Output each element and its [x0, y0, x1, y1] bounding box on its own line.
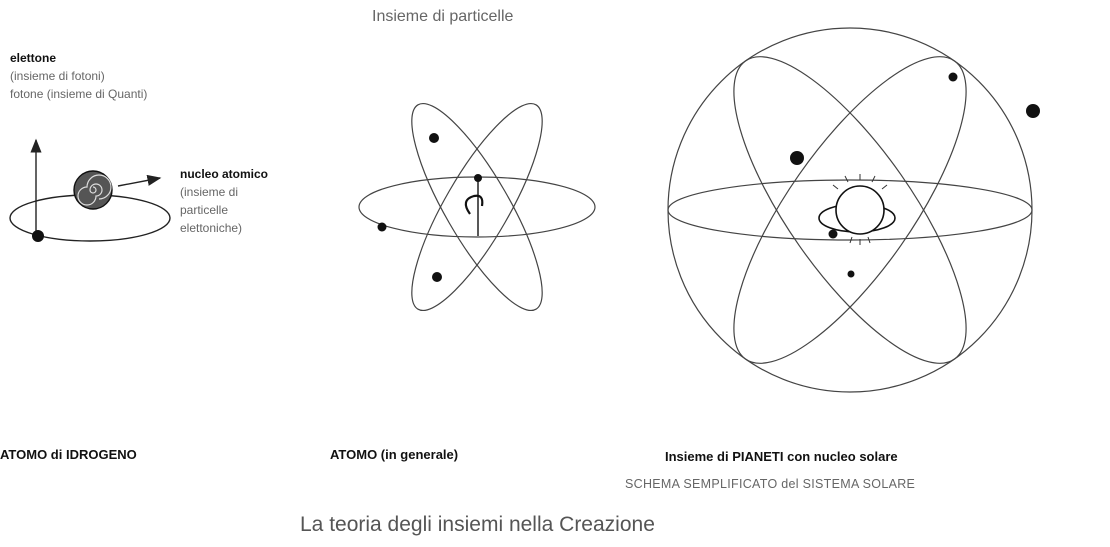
photons-label: (insieme di fotoni)	[10, 69, 105, 83]
particles-label: Insieme di particelle	[372, 8, 514, 25]
footer-title: La teoria degli insiemi nella Creazione	[300, 513, 655, 536]
electron-label: elettone	[10, 51, 57, 65]
planet-4	[828, 229, 838, 239]
nucleus-spiral	[77, 174, 112, 206]
sun	[835, 185, 885, 235]
solar-orbit-tilted-1	[733, 56, 967, 364]
atom-orbit-tilted-right	[411, 102, 543, 312]
atom-electron-1	[429, 133, 439, 143]
atom-electron-3	[432, 272, 442, 282]
planet-2	[1026, 104, 1040, 118]
solar-subcaption: SCHEMA SEMPLIFICATO del SISTEMA SOLARE	[625, 477, 916, 491]
general-atom	[358, 102, 596, 312]
atom-caption: ATOMO (in generale)	[330, 447, 459, 462]
hydrogen-electron	[32, 230, 44, 242]
solar-orbit-tilted-2	[733, 56, 967, 364]
hydrogen-nucleus	[73, 170, 113, 210]
planet-3	[948, 72, 958, 82]
nucleus-detail-3: elettoniche)	[180, 221, 243, 235]
nucleus-detail-2: particelle	[180, 203, 229, 217]
hydrogen-caption: ATOMO di IDROGENO	[0, 447, 137, 462]
planet-5	[847, 270, 855, 278]
nucleus-label: nucleo atomico	[180, 167, 269, 181]
solar-caption: Insieme di PIANETI con nucleo solare	[665, 449, 898, 464]
atom-nucleus-arrow	[464, 194, 484, 215]
photon-quanta-label: fotone (insieme di Quanti)	[10, 87, 148, 101]
atom-electron-4	[474, 174, 482, 182]
solar-system	[667, 27, 1040, 393]
planet-1	[790, 151, 804, 165]
hydrogen-atom	[9, 138, 171, 242]
atom-electron-2	[377, 222, 387, 232]
solar-orbit-equator	[667, 179, 1033, 241]
atom-orbit-tilted-left	[411, 102, 543, 312]
sun-rays	[832, 174, 888, 245]
nucleus-pointer-arrow	[117, 174, 162, 187]
atom-orbit-horizontal	[358, 176, 596, 238]
nucleus-detail-1: (insieme di	[180, 185, 239, 199]
